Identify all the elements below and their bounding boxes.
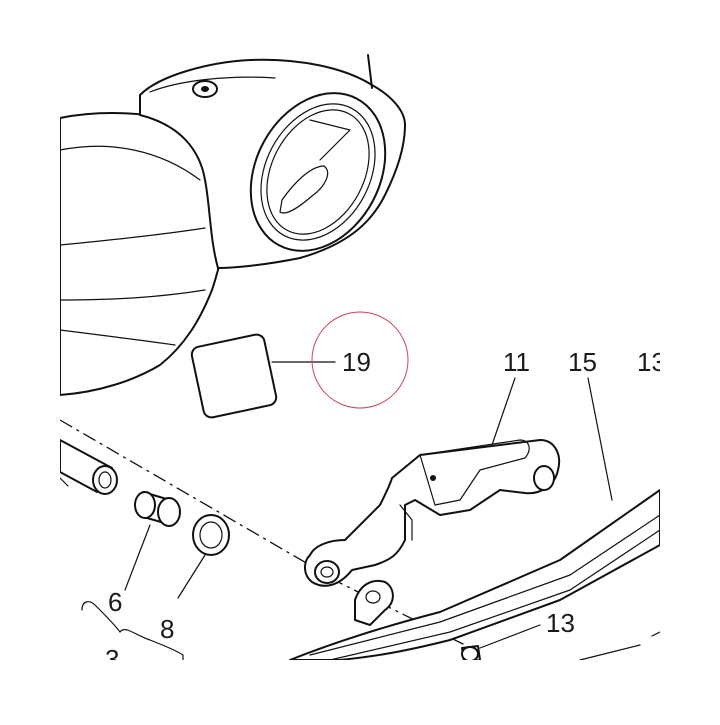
- leader-13: [479, 624, 541, 649]
- leader-11: [491, 377, 516, 446]
- left-margin: [0, 0, 60, 720]
- arm-corner-mark: [651, 631, 661, 637]
- leader-8: [177, 554, 206, 599]
- shaft-part: [59, 439, 118, 495]
- leader-15: [587, 377, 613, 501]
- callout-15: 15: [568, 347, 597, 377]
- callout-13: 13: [546, 608, 575, 638]
- callout-19: 19: [342, 347, 371, 377]
- bracket-group-brace: [81, 601, 184, 663]
- leader-6: [124, 524, 151, 591]
- callout-6: 6: [108, 587, 122, 617]
- right-margin: [660, 0, 720, 720]
- ring-part: [192, 514, 230, 556]
- lever-bracket-part: [304, 439, 560, 587]
- bushing-part: [134, 491, 181, 527]
- arm-lower-edge: [579, 644, 641, 661]
- callout-11: 11: [503, 347, 530, 377]
- gasket-part: [190, 333, 278, 419]
- assembly-axis-line: [59, 419, 316, 569]
- bottom-margin: [0, 660, 720, 720]
- screw-part: [461, 645, 481, 663]
- housing-part: [59, 54, 406, 396]
- highlight-circle: [311, 311, 409, 409]
- callout-8: 8: [160, 614, 174, 644]
